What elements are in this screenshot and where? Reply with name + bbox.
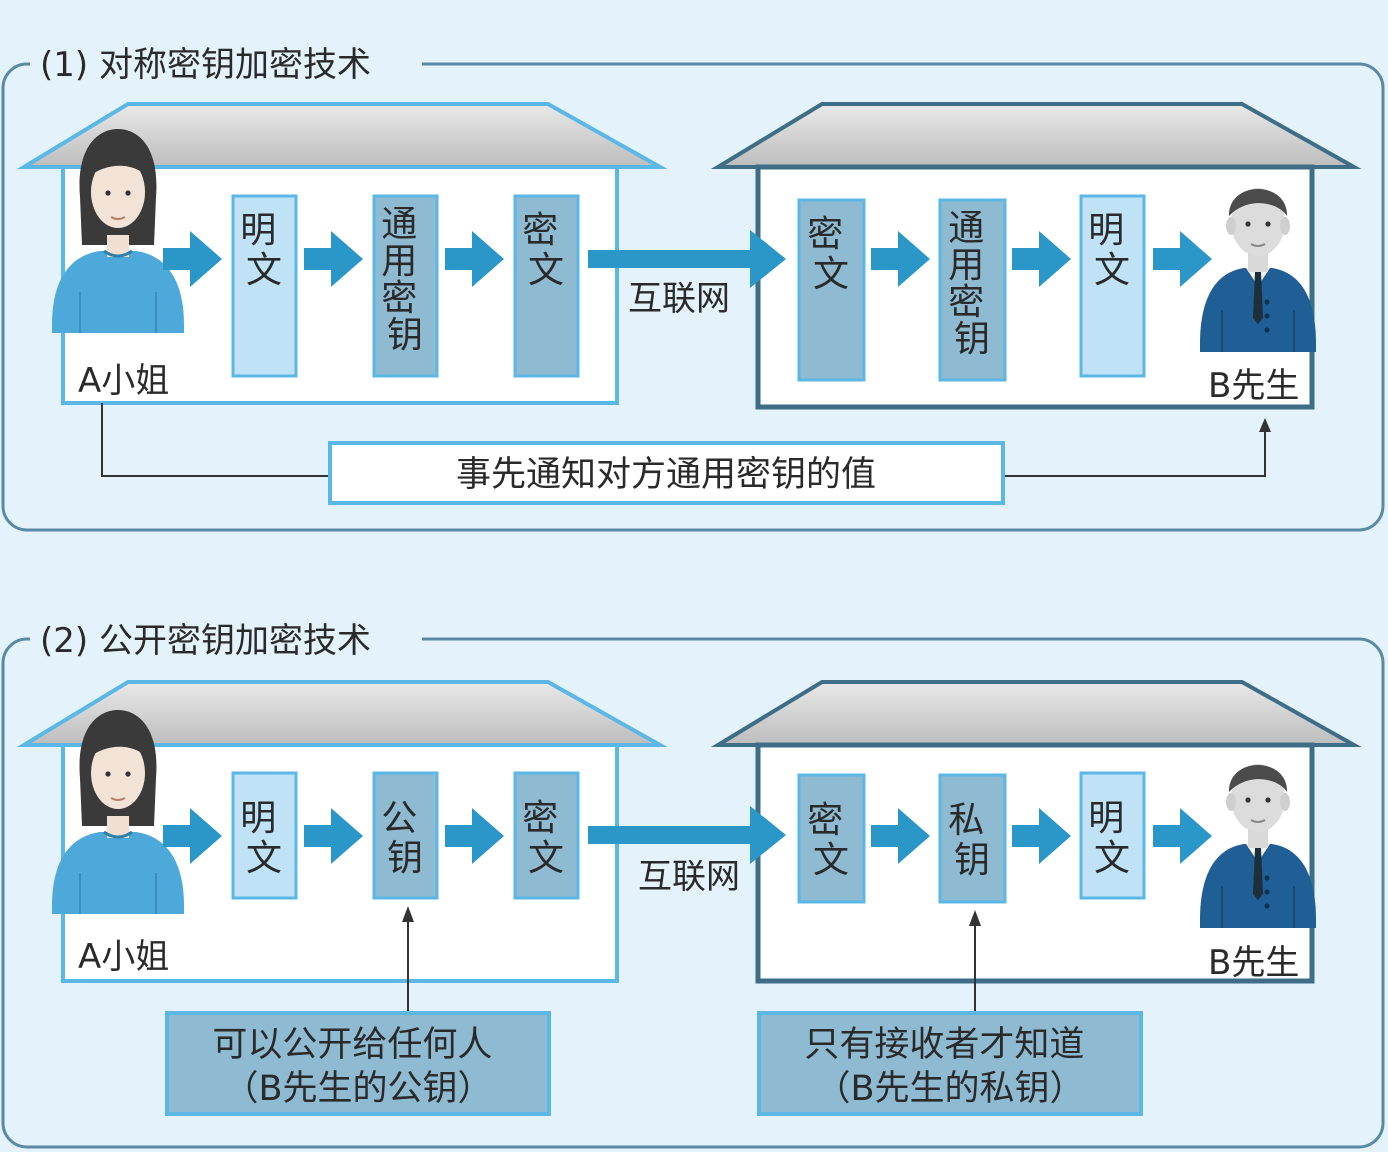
note-line: （B先生的私钥）	[815, 1069, 1084, 1109]
svg-text:可以公开给任何人 （B先生的公钥）: 可以公开给任何人 （B先生的公钥）	[212, 1025, 503, 1109]
box-char: 文	[246, 250, 282, 291]
note-line: 只有接收者才知道	[804, 1025, 1084, 1065]
svg-text:明 文: 明 文	[1088, 210, 1135, 291]
box-char: 文	[246, 838, 282, 879]
box-char: 钥	[387, 315, 423, 356]
public-key-box	[372, 771, 439, 900]
receiver-name: B先生	[1208, 366, 1299, 406]
note-text: 事先通知对方通用密钥的值	[456, 455, 876, 495]
private-key-note	[757, 1011, 1143, 1116]
box-char: 明	[240, 210, 276, 251]
svg-text:密 文: 密 文	[522, 798, 569, 879]
box-char: 明	[1088, 210, 1124, 251]
plaintext-box	[1079, 194, 1146, 378]
svg-text:通 用 密 钥: 通 用 密 钥	[948, 208, 995, 360]
receiver-name: B先生	[1208, 943, 1299, 983]
flow-arrow	[163, 808, 222, 864]
box-char: 文	[813, 840, 849, 881]
box-char: 密	[807, 800, 843, 841]
connector-line	[1003, 425, 1266, 477]
flow-arrow	[304, 231, 363, 287]
svg-text:明 文: 明 文	[1088, 798, 1135, 879]
section-title: (2) 公开密钥加密技术	[40, 621, 371, 661]
section-symmetric: (1) 对称密钥加密技术 A小姐 B先生 明 文 通 用 密 钥	[1, 40, 1385, 532]
svg-text:只有接收者才知道 （B先生的私钥）: 只有接收者才知道 （B先生的私钥）	[804, 1025, 1095, 1109]
box-char: 通	[381, 204, 417, 245]
note-box	[328, 441, 1005, 505]
flow-arrow	[445, 231, 504, 287]
box-char: 钥	[954, 840, 990, 881]
public-key-note	[165, 1011, 551, 1116]
shared-key-box	[938, 198, 1007, 382]
box-char: 私	[948, 800, 984, 841]
internet-label: 互联网	[628, 279, 730, 319]
flow-arrow	[445, 808, 504, 864]
flow-arrow	[163, 231, 222, 287]
note-line: 可以公开给任何人	[212, 1025, 492, 1065]
box-char: 文	[1094, 838, 1130, 879]
section-public-key: (2) 公开密钥加密技术 A小姐 B先生 明 文 公 钥 密 文	[1, 615, 1385, 1149]
ciphertext-box	[513, 194, 580, 378]
flow-arrow	[1012, 231, 1071, 287]
flow-arrow	[304, 808, 363, 864]
svg-text:密 文: 密 文	[807, 214, 854, 295]
ciphertext-box	[513, 771, 580, 900]
box-char: 文	[528, 250, 564, 291]
box-char: 密	[948, 282, 984, 323]
flow-arrow	[1012, 808, 1071, 864]
flow-arrow	[871, 231, 930, 287]
box-char: 文	[1094, 250, 1130, 291]
svg-text:私 钥: 私 钥	[948, 800, 995, 881]
section-title: (1) 对称密钥加密技术	[40, 45, 371, 85]
svg-text:密 文: 密 文	[522, 210, 569, 291]
svg-text:明 文: 明 文	[240, 210, 287, 291]
ciphertext-box	[797, 198, 866, 382]
internet-arrow	[588, 806, 786, 864]
arrowhead	[1259, 418, 1271, 432]
flow-arrow	[871, 808, 930, 864]
sender-name: A小姐	[78, 937, 169, 977]
arrowhead	[969, 910, 981, 926]
svg-text:公 钥: 公 钥	[381, 798, 428, 879]
box-char: 文	[528, 838, 564, 879]
box-char: 钥	[387, 838, 423, 879]
internet-label: 互联网	[638, 857, 740, 897]
plaintext-box	[1079, 771, 1146, 900]
box-char: 公	[381, 798, 417, 839]
note-line: （B先生的公钥）	[223, 1069, 492, 1109]
connector-line	[101, 403, 330, 477]
box-char: 密	[522, 798, 558, 839]
plaintext-box	[231, 771, 298, 900]
svg-text:明 文: 明 文	[240, 798, 287, 879]
box-char: 通	[948, 208, 984, 249]
box-char: 密	[807, 214, 843, 255]
arrowhead	[402, 906, 414, 922]
box-char: 明	[240, 798, 276, 839]
sender-name: A小姐	[78, 361, 169, 401]
internet-arrow	[588, 230, 786, 288]
ciphertext-box	[797, 773, 866, 904]
box-char: 明	[1088, 798, 1124, 839]
flow-arrow	[1153, 808, 1212, 864]
svg-text:密 文: 密 文	[807, 800, 854, 881]
box-char: 钥	[954, 319, 990, 360]
shared-key-box	[372, 194, 439, 378]
plaintext-box	[231, 194, 298, 378]
box-char: 密	[381, 278, 417, 319]
svg-text:通 用 密 钥: 通 用 密 钥	[381, 204, 428, 356]
box-char: 用	[948, 245, 984, 286]
flow-arrow	[1153, 231, 1212, 287]
box-char: 密	[522, 210, 558, 251]
box-char: 用	[381, 241, 417, 282]
box-char: 文	[813, 254, 849, 295]
private-key-box	[938, 773, 1007, 904]
